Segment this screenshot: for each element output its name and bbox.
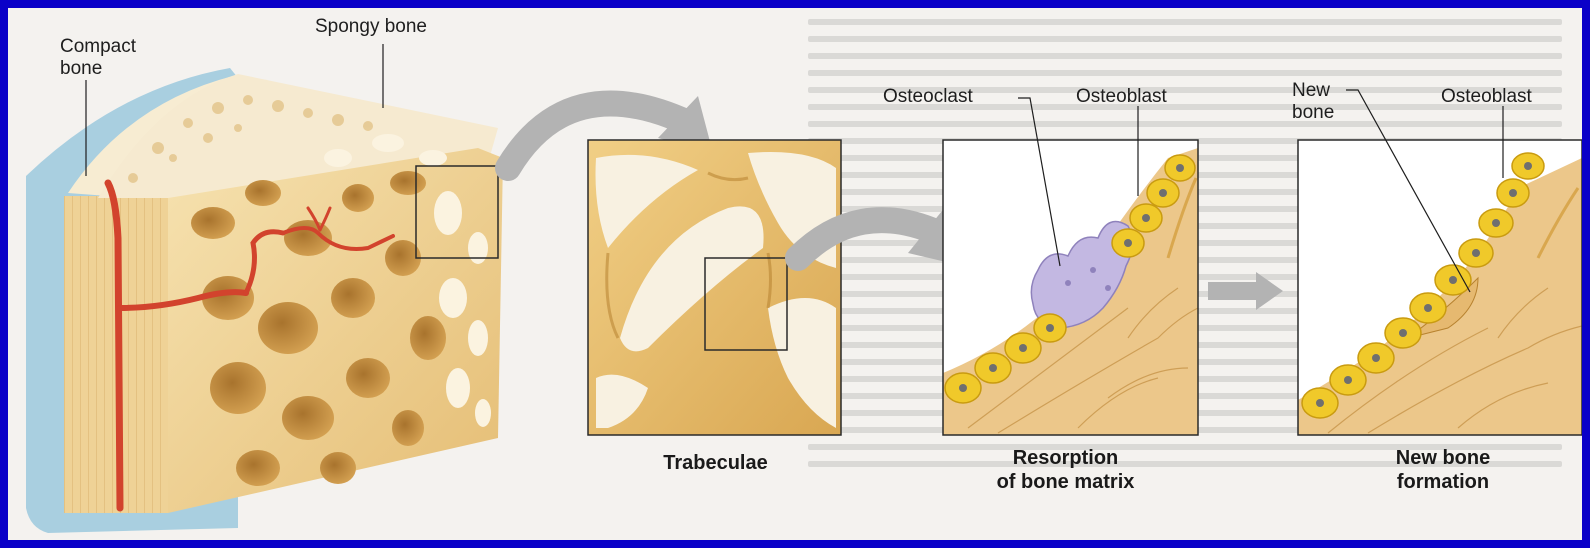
label-osteoclast: Osteoclast [883, 86, 973, 108]
formation-panel [1298, 90, 1582, 435]
caption-resorption: Resorption of bone matrix [968, 446, 1163, 494]
progress-arrow [1208, 282, 1258, 300]
label-osteoblast-1: Osteoblast [1076, 86, 1167, 108]
label-compact-bone: Compact bone [60, 36, 136, 80]
label-spongy-bone: Spongy bone [315, 16, 427, 38]
label-new-bone: New bone [1292, 80, 1334, 124]
slide-frame: Compact bone Spongy bone Osteoclast Oste… [8, 8, 1582, 540]
label-osteoblast-2: Osteoblast [1441, 86, 1532, 108]
progress-arrow-head [1256, 272, 1283, 310]
caption-trabeculae: Trabeculae [628, 451, 803, 475]
bone-block-illustration [26, 68, 503, 533]
trabeculae-panel [588, 140, 841, 435]
resorption-panel [943, 98, 1198, 435]
caption-formation: New bone formation [1358, 446, 1528, 494]
